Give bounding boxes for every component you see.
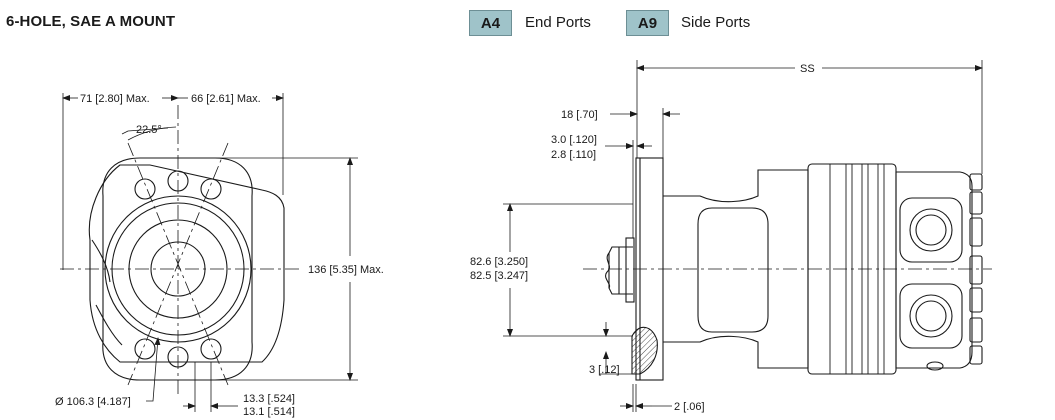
side-port-lower xyxy=(899,283,963,349)
side-view-labels: SS 18 [.70] 3.0 [.120] 2.8 [.110] 82.6 [… xyxy=(470,63,815,413)
front-view xyxy=(60,93,358,412)
dim-left-width-label: 71 [2.80] Max. xyxy=(80,93,150,105)
angle-label: 22.5° xyxy=(136,124,162,136)
hole-size-max-label: 13.3 [.524] xyxy=(243,393,295,405)
end-bolts xyxy=(969,173,983,365)
housing-fillet-left xyxy=(91,239,111,283)
port-label-side-ports: Side Ports xyxy=(681,14,751,31)
housing-fillet-bottom xyxy=(95,304,123,346)
flange-offset-label: 18 [.70] xyxy=(561,109,598,121)
angle-leader xyxy=(121,127,169,135)
hole-size-min-label: 13.1 [.514] xyxy=(243,406,295,418)
mounting-hole xyxy=(134,338,156,360)
flange-thick-max-label: 3.0 [.120] xyxy=(551,134,597,146)
pilot-depth-label: 3 [.12] xyxy=(589,364,620,376)
bolt-circle-leader xyxy=(146,337,161,402)
mounting-hole xyxy=(200,178,222,200)
front-view-labels: 71 [2.80] Max. 66 [2.61] Max. 22.5° 136 … xyxy=(55,93,384,418)
dim-height-label: 136 [5.35] Max. xyxy=(308,264,384,276)
port-code-badge-a4: A4 xyxy=(469,10,512,36)
shaft-pilot-step xyxy=(625,237,635,303)
mounting-hole xyxy=(134,178,156,200)
pilot-min-label: 82.5 [3.247] xyxy=(470,270,528,282)
end-cap xyxy=(895,171,973,369)
bolt-circle-label: Ø 106.3 [4.187] xyxy=(55,396,131,408)
drain-port xyxy=(926,361,944,371)
pilot-max-label: 82.6 [3.250] xyxy=(470,256,528,268)
pilot-collar-section xyxy=(631,326,658,375)
angle-arc xyxy=(127,126,177,141)
port-label-end-ports: End Ports xyxy=(525,14,591,31)
hole-center-line xyxy=(127,142,229,386)
shaft-offset-label: 2 [.06] xyxy=(674,401,705,413)
shaft-break xyxy=(605,252,611,289)
port-code-badge-a9: A9 xyxy=(626,10,669,36)
overall-length-label: SS xyxy=(800,63,815,75)
inspection-window xyxy=(697,207,769,333)
shaft-outline xyxy=(608,246,633,295)
page-title: 6-HOLE, SAE A MOUNT xyxy=(6,13,176,30)
side-view xyxy=(503,60,992,412)
side-port-upper xyxy=(899,197,963,263)
housing-body-outline xyxy=(88,164,285,363)
flange-thick-min-label: 2.8 [.110] xyxy=(551,149,596,161)
dim-right-width-label: 66 [2.61] Max. xyxy=(191,93,261,105)
mounting-hole xyxy=(200,338,222,360)
